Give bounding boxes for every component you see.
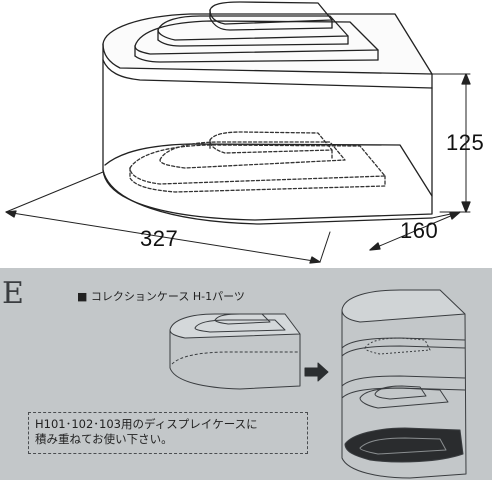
section-title: ■ コレクションケース H-1パーツ bbox=[77, 290, 245, 303]
usage-note-box: H101･102･103用のディスプレイケースに 積み重ねてお使い下さい。 bbox=[28, 412, 308, 454]
dimension-drawing-panel: 327 160 125 bbox=[5, 1, 485, 264]
depth-dimension-label: 160 bbox=[400, 218, 439, 243]
usage-note: H101･102･103用のディスプレイケースに 積み重ねてお使い下さい。 bbox=[35, 417, 303, 447]
catalog-illustration bbox=[169, 289, 467, 479]
stacked-display-tower bbox=[341, 289, 467, 479]
height-dimension-label: 125 bbox=[446, 130, 485, 155]
usage-note-line-1: H101･102･103用のディスプレイケースに bbox=[35, 417, 258, 431]
case-part-illustration bbox=[169, 313, 301, 390]
width-dimension-label: 327 bbox=[140, 226, 179, 251]
arrow-icon bbox=[304, 362, 329, 382]
display-case-drawing bbox=[5, 1, 471, 264]
usage-note-line-2: 積み重ねてお使い下さい。 bbox=[35, 432, 173, 446]
corner-letter: E bbox=[2, 276, 24, 311]
catalog-page-panel: E ■ コレクションケース H-1パーツ bbox=[0, 268, 492, 480]
